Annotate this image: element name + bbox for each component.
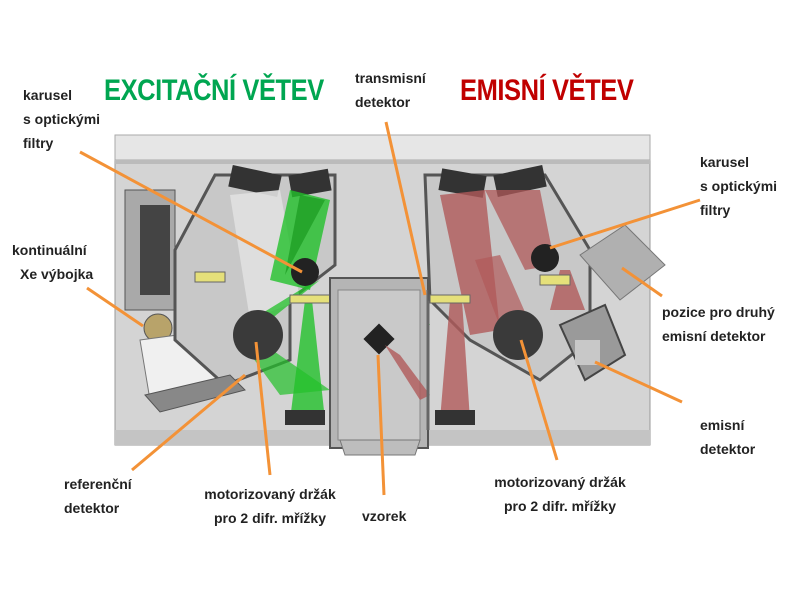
label-line: s optickými [23, 111, 101, 127]
label-line: referenční [64, 476, 132, 492]
label-line: karusel [23, 87, 73, 103]
label-reference-detector: referenční detektor [64, 472, 132, 520]
label-line: karusel [700, 154, 750, 170]
label-line: motorizovaný držák [204, 486, 336, 502]
label-line: detektor [64, 500, 120, 516]
second-detector-position [579, 224, 666, 301]
label-sample: vzorek [362, 504, 406, 528]
label-carousel-left: karusel s optickými filtry [23, 83, 100, 155]
label-line: pro 2 difr. mřížky [213, 510, 327, 526]
grating-left [233, 310, 283, 360]
label-line: pro 2 difr. mřížky [503, 498, 617, 514]
emission-branch-title: EMISNÍ VĚTEV [460, 74, 634, 107]
label-line: pozice pro druhý [662, 304, 775, 320]
label-transmission-detector: transmisní detektor [355, 66, 426, 114]
emission-beam [440, 190, 500, 335]
instrument-top-bar [114, 134, 651, 161]
label-line: vzorek [362, 508, 407, 524]
label-lamp: kontinuální Xe výbojka [12, 238, 93, 286]
label-second-detector: pozice pro druhý emisní detektor [662, 300, 775, 348]
label-emission-detector: emisní detektor [700, 413, 755, 461]
label-line: Xe výbojka [20, 266, 94, 282]
label-line: detektor [355, 94, 411, 110]
grating-right [493, 310, 543, 360]
label-line: filtry [700, 202, 731, 218]
label-line: detektor [700, 441, 756, 457]
label-grating-right: motorizovaný držák pro 2 difr. mřížky [480, 470, 640, 518]
label-line: kontinuální [12, 242, 87, 258]
label-grating-left: motorizovaný držák pro 2 difr. mřížky [190, 482, 350, 530]
label-line: s optickými [700, 178, 778, 194]
label-line: filtry [23, 135, 54, 151]
label-line: emisní [700, 417, 745, 433]
leader-lines [79, 121, 701, 496]
label-line: transmisní [355, 70, 426, 86]
label-line: motorizovaný držák [494, 474, 626, 490]
label-carousel-right: karusel s optickými filtry [700, 150, 777, 222]
label-line: emisní detektor [662, 328, 766, 344]
excitation-branch-title: EXCITAČNÍ VĚTEV [104, 74, 324, 107]
